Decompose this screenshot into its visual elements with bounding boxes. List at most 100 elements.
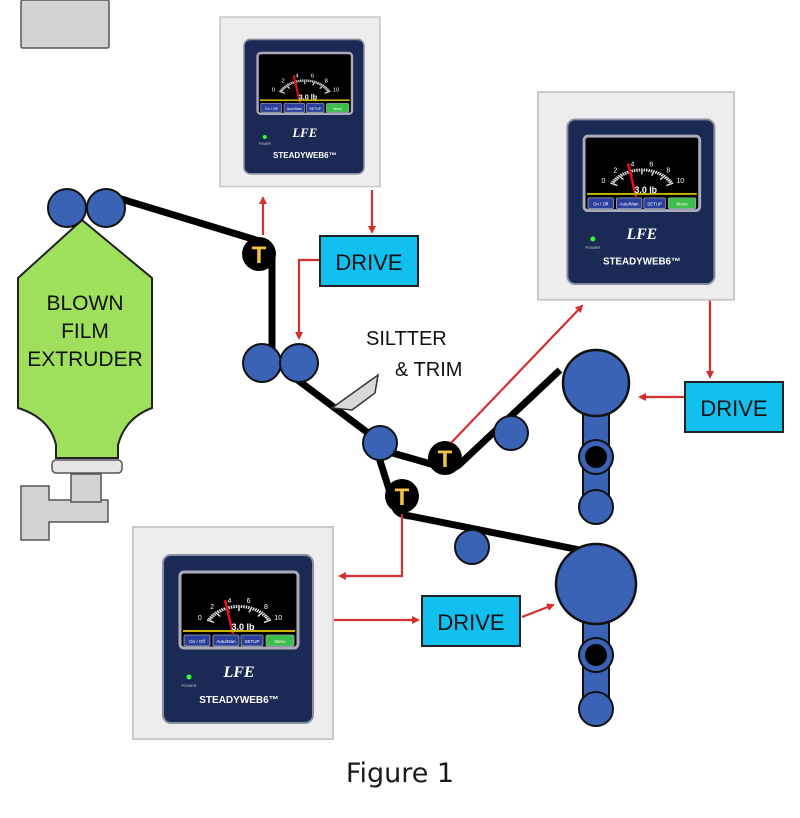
gauge-tick xyxy=(315,81,318,84)
gauge-tick xyxy=(311,80,314,83)
tension-sensor-1: T xyxy=(242,237,276,271)
gauge-tick xyxy=(266,617,271,621)
rewind-roll-upper xyxy=(561,348,631,418)
gauge-tick xyxy=(261,612,266,616)
gauge-tick xyxy=(283,85,287,89)
gauge-tick xyxy=(212,612,217,616)
gauge-scale-label: 6 xyxy=(247,598,251,605)
gauge-tick xyxy=(650,169,653,173)
rewind-stand-upper xyxy=(561,348,631,525)
controller-button-label: Auto/Man xyxy=(620,202,639,207)
gauge-tick xyxy=(645,168,648,172)
gauge-needle xyxy=(292,75,301,103)
gauge-tick xyxy=(258,610,262,614)
gauge-tick xyxy=(312,80,316,86)
gauge-tick xyxy=(325,87,329,91)
controller-button-label: Menu xyxy=(677,202,689,207)
gauge-tick xyxy=(286,83,290,87)
gauge-tick xyxy=(245,605,248,609)
gauge-tick xyxy=(316,81,320,85)
drive-box-upper-rewind: DRIVE xyxy=(684,381,784,433)
extruder-label-1: BLOWN xyxy=(46,292,123,315)
gauge-scale-label: 6 xyxy=(649,161,653,168)
gauge-tick xyxy=(247,605,251,610)
idler-roller-split xyxy=(362,425,398,461)
controller-button-label: Menu xyxy=(333,107,342,111)
gauge-tick xyxy=(667,178,671,182)
lfe-logo: LFE xyxy=(626,226,657,243)
gauge-scale-label: 4 xyxy=(296,74,299,80)
gauge-tick xyxy=(631,169,634,173)
tension-readout: 3.0 lb xyxy=(299,92,318,101)
nip-roller-right xyxy=(86,188,126,228)
controller-button-label: SETUP xyxy=(309,107,322,111)
gauge-tick xyxy=(256,609,260,613)
controller-button-label: Auto/Man xyxy=(216,639,236,644)
gauge-scale-label: 8 xyxy=(264,604,268,611)
nip-roller-left xyxy=(47,188,87,228)
gauge-tick xyxy=(658,172,662,176)
gauge-tick xyxy=(656,171,660,175)
gauge-needle xyxy=(223,599,235,635)
gauge-scale-label: 0 xyxy=(272,87,275,93)
power-led xyxy=(262,135,267,139)
gauge-tick xyxy=(612,178,617,182)
lfe-logo: LFE xyxy=(291,126,317,140)
extruder-body xyxy=(17,218,153,459)
tension-sensor-2: T xyxy=(428,441,462,475)
svg-text:T: T xyxy=(252,242,267,269)
figure-caption: Figure 1 xyxy=(345,758,455,789)
gauge-tick xyxy=(230,605,233,609)
gauge-tick xyxy=(664,175,668,180)
controller-button xyxy=(260,103,282,113)
svg-text:T: T xyxy=(395,484,410,511)
controller-button-label: Menu xyxy=(274,639,286,644)
drive-box-lower-rewind: DRIVE xyxy=(421,595,521,647)
slitter-label-2: & TRIM xyxy=(395,359,462,381)
power-label: POWER xyxy=(585,245,600,250)
gauge-scale-label: 4 xyxy=(631,161,635,168)
svg-text:T: T xyxy=(438,446,453,473)
gauge-tick xyxy=(290,81,293,85)
gauge-tick xyxy=(648,168,651,173)
gauge-tick xyxy=(285,84,291,89)
pull-roller-right xyxy=(279,343,319,383)
controller-button xyxy=(587,197,614,210)
controller-button xyxy=(265,634,295,647)
gauge-tick xyxy=(281,87,285,91)
power-label: POWER xyxy=(259,142,272,146)
tension-sensor-3: T xyxy=(385,479,419,513)
power-led xyxy=(186,674,192,680)
idler-roller-lower xyxy=(454,529,490,565)
controller-button xyxy=(306,103,325,113)
controller-button-label: SETUP xyxy=(647,202,662,207)
gauge-tick xyxy=(615,175,620,180)
svg-text:DRIVE: DRIVE xyxy=(437,610,504,635)
gauge-tick xyxy=(320,83,323,87)
gauge-tick xyxy=(665,177,670,181)
controller-button xyxy=(183,634,211,647)
gauge-tick xyxy=(209,615,214,619)
gauge-tick xyxy=(611,180,616,184)
gauge-tick xyxy=(216,610,220,614)
gauge-tick xyxy=(282,86,286,90)
gauge-tick xyxy=(223,607,227,611)
gauge-tick xyxy=(264,615,269,619)
gauge-scale-label: 0 xyxy=(198,615,202,622)
gauge-tick xyxy=(279,89,284,92)
controller-button-label: SETUP xyxy=(244,639,259,644)
gauge-tick xyxy=(263,619,272,624)
gauge-tick xyxy=(318,82,322,86)
pull-roller-left xyxy=(242,343,282,383)
gauge-tick xyxy=(295,80,298,83)
power-led xyxy=(590,236,596,242)
gauge-tick xyxy=(623,171,628,175)
rewind-stand-lower xyxy=(554,542,638,727)
gauge-tick xyxy=(621,172,626,176)
extruder-label-2: FILM xyxy=(61,320,109,343)
idler-roller-upper xyxy=(493,415,529,451)
gauge-tick xyxy=(617,174,624,181)
gauge-scale-label: 2 xyxy=(614,167,618,174)
